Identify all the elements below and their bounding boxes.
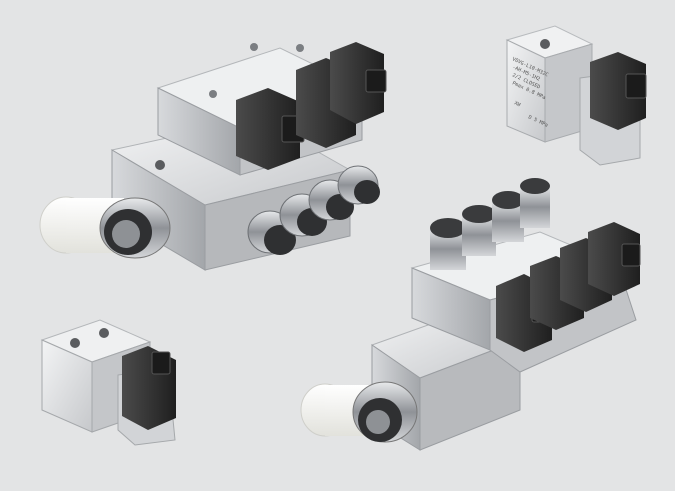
- valve-single-labeled: VOVG-L10-M32C -AH-M5-1H2 2/2 CLOSED Pmax…: [505, 25, 647, 166]
- fitting-row: [430, 178, 550, 270]
- solenoid-coil-icon: [236, 88, 305, 170]
- valve-manifold-4: [300, 178, 641, 451]
- port-hole-icon: [99, 328, 109, 338]
- valve-manifold-3: [39, 42, 387, 271]
- port-hole-icon: [540, 39, 550, 49]
- screw-icon: [250, 43, 258, 51]
- large-fitting-bore: [366, 410, 390, 434]
- solenoid-coil-icon: [122, 346, 176, 430]
- fitting-ring: [264, 225, 296, 255]
- fitting-ring: [430, 218, 466, 238]
- manifold-base-side: [419, 339, 521, 451]
- port-hole-icon: [70, 338, 80, 348]
- valve-single-subbase: [40, 319, 176, 446]
- fitting-row: [247, 165, 380, 255]
- fitting-ring: [520, 178, 550, 194]
- mounting-hole-icon: [155, 160, 165, 170]
- fitting-ring: [492, 191, 524, 209]
- solenoid-coil-icon: [588, 222, 641, 296]
- valve-label-line: XW: [513, 100, 522, 108]
- large-fitting-bore: [112, 220, 140, 248]
- screw-icon: [209, 90, 217, 98]
- solenoid-coil-icon: [330, 42, 387, 124]
- solenoid-coil-icon: [590, 52, 647, 130]
- fitting-ring: [354, 180, 380, 204]
- screw-icon: [296, 44, 304, 52]
- fitting-ring: [462, 205, 496, 223]
